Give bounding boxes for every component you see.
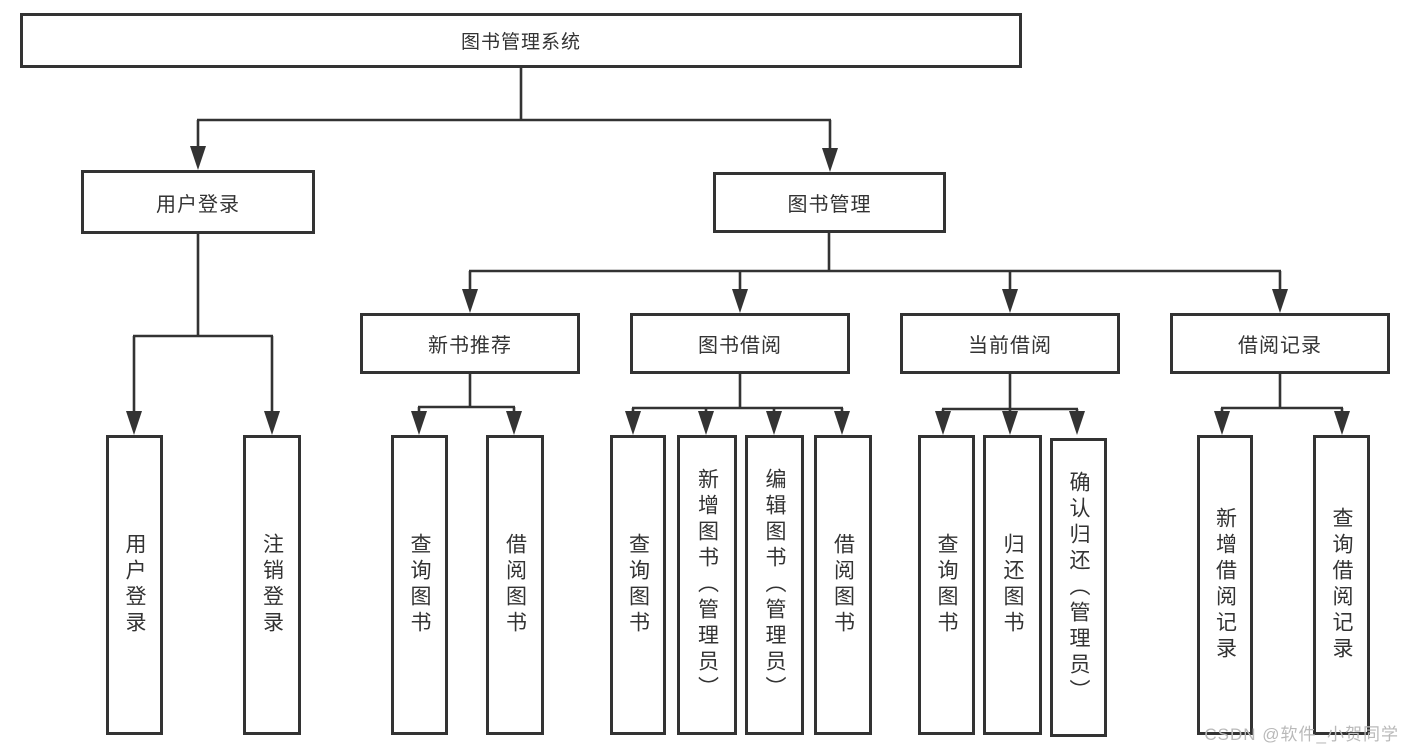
leaf-record-add-borrow-record: 新增借阅记录 [1197,435,1253,735]
node-user-login: 用户登录 [81,170,315,234]
node-current-borrow: 当前借阅 [900,313,1120,374]
leaf-record-query-borrow-record: 查询借阅记录 [1313,435,1370,735]
leaf-borrow-edit-books-admin: 编辑图书（管理员） [745,435,804,735]
leaf-logout: 注销登录 [243,435,301,735]
leaf-borrow-add-books-admin: 新增图书（管理员） [677,435,737,735]
node-book-borrow: 图书借阅 [630,313,850,374]
leaf-current-query-books: 查询图书 [918,435,975,735]
node-root: 图书管理系统 [20,13,1022,68]
node-new-book-recommend: 新书推荐 [360,313,580,374]
leaf-borrow-query-books: 查询图书 [610,435,666,735]
node-book-management: 图书管理 [713,172,946,233]
node-borrow-record: 借阅记录 [1170,313,1390,374]
leaf-newbook-query-books: 查询图书 [391,435,448,735]
leaf-current-confirm-return-admin: 确认归还（管理员） [1050,438,1107,737]
leaf-user-login: 用户登录 [106,435,163,735]
leaf-borrow-borrow-books: 借阅图书 [814,435,872,735]
leaf-current-return-books: 归还图书 [983,435,1042,735]
leaf-newbook-borrow-books: 借阅图书 [486,435,544,735]
